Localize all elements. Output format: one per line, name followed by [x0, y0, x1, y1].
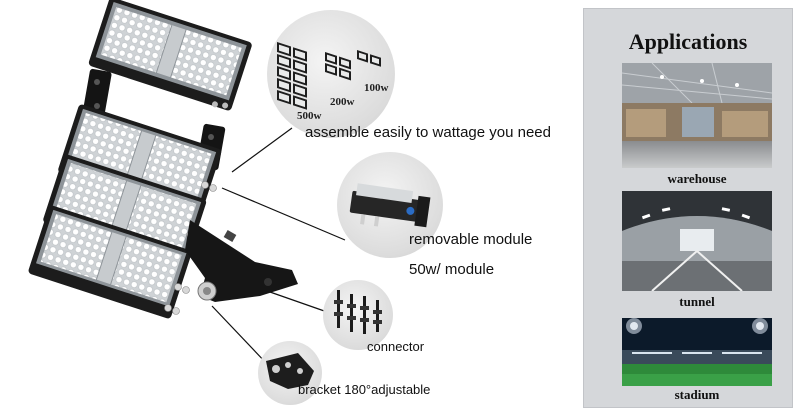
app-label-stadium: stadium: [674, 387, 720, 402]
module-count-illustration: [277, 42, 381, 110]
led-module-2: [43, 154, 207, 268]
wattage-label-200w: 200w: [330, 96, 355, 108]
top-led-module: [88, 0, 252, 111]
wattage-options-circle: 500w 200w 100w: [267, 10, 395, 138]
connector-pins-illustration: [334, 290, 382, 334]
warehouse-image: [622, 63, 772, 168]
app-label-warehouse: warehouse: [667, 171, 727, 186]
wattage-callout-text: assemble easily to wattage you need: [305, 124, 551, 141]
bracket-arm: [185, 220, 298, 302]
stadium-photo: [622, 318, 772, 386]
callout-leader-lines: [211, 127, 346, 366]
tunnel-photo: [622, 191, 772, 296]
floodlight-product-image: [28, 0, 298, 319]
removable-module-circle: [337, 152, 443, 258]
connector-circle: [323, 280, 393, 350]
connector-callout-text: connector: [367, 339, 425, 354]
applications-panel: Applications warehouse: [583, 8, 793, 408]
led-module-3: [28, 205, 192, 319]
module-callout-line2: 50w/ module: [409, 261, 495, 278]
warehouse-photo: [622, 63, 772, 168]
module-illustration: [349, 183, 431, 228]
stadium-image: [622, 318, 772, 386]
wattage-label-500w: 500w: [297, 110, 322, 122]
applications-title: Applications: [628, 29, 748, 54]
bracket-illustration: [266, 353, 314, 389]
wattage-label-100w: 100w: [364, 82, 389, 94]
bracket-callout-text: bracket 180°adjustable: [298, 382, 431, 397]
tunnel-image: [622, 191, 772, 292]
app-label-tunnel: tunnel: [679, 294, 715, 309]
bracket-circle: [258, 341, 322, 405]
module-callout-line1: removable module: [409, 231, 533, 248]
